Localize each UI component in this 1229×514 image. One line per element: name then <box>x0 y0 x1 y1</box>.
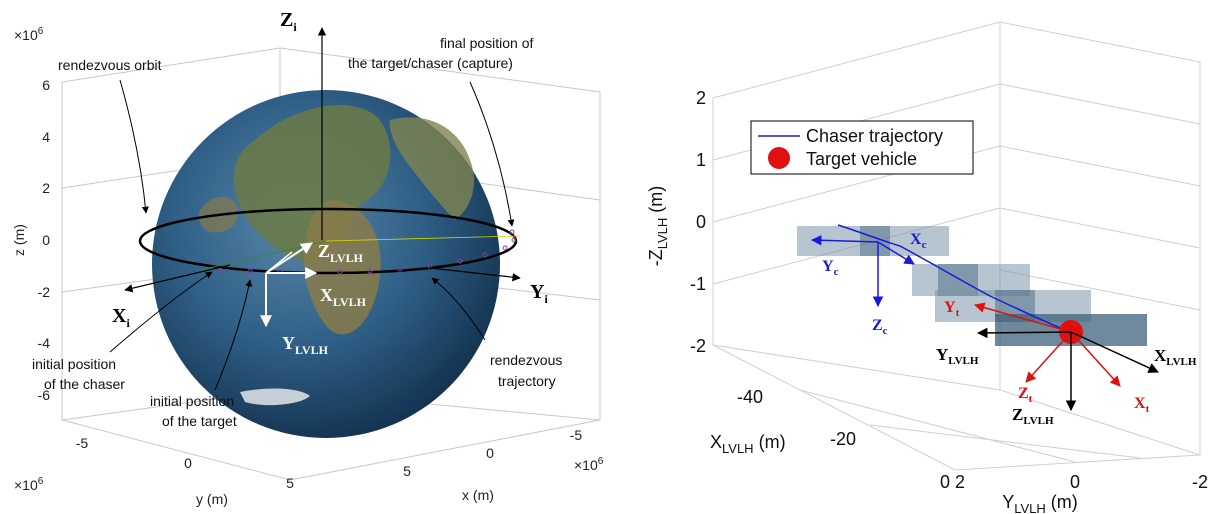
target-x-arrow <box>1070 331 1121 387</box>
left-y-label: y (m) <box>196 491 228 507</box>
lvlh-y-arrow-right <box>976 327 1072 339</box>
chaser-x-arrow <box>810 235 879 246</box>
yi-guide-line <box>325 235 521 242</box>
left-z-tick: -4 <box>38 335 51 351</box>
xi-label: Xi <box>112 305 130 330</box>
yi-axis-arrow <box>429 267 521 282</box>
lvlh-z-label: ZLVLH <box>318 241 364 265</box>
right-x-label: XLVLH (m) <box>710 432 786 456</box>
left-z-tick: 6 <box>42 77 50 93</box>
left-z-label: z (m) <box>11 224 27 256</box>
right-axes-box <box>712 21 1201 471</box>
right-z-label: -ZLVLH (m) <box>646 186 670 267</box>
left-x-label: x (m) <box>462 487 494 503</box>
chaser-y-label: Yc <box>822 258 839 278</box>
orbit-annotation: rendezvous orbit <box>58 57 162 73</box>
left-x-tick: 0 <box>486 445 494 461</box>
right-x-tick: -40 <box>737 387 763 407</box>
target-annotation-line1: initial position <box>150 393 234 409</box>
chaser-y-arrow <box>877 241 915 265</box>
right-x-tick: -20 <box>830 429 856 449</box>
left-x-tick: -5 <box>570 427 583 443</box>
lvlh-y-label: YLVLH <box>282 333 329 357</box>
left-y-tick: 5 <box>286 475 294 491</box>
legend-trajectory-label: Chaser trajectory <box>806 126 943 146</box>
left-y-tick: 0 <box>184 455 192 471</box>
legend-target-swatch <box>768 147 790 169</box>
left-x-exponent: ×106 <box>574 456 604 473</box>
left-panel: ×106 ×106 ×106 6 4 2 0 -2 -4 -6 z (m) -5… <box>11 9 604 507</box>
legend: Chaser trajectory Target vehicle <box>750 120 974 175</box>
zi-label: Zi <box>280 9 297 34</box>
xi-axis-arrow <box>124 264 231 293</box>
lvlh-y-label-right: YLVLH <box>936 345 979 367</box>
right-x-tick: 0 <box>940 472 950 492</box>
trajectory-annotation-line2: trajectory <box>498 373 556 389</box>
left-y-tick: -5 <box>76 435 89 451</box>
chaser-z-label: Zc <box>872 317 888 337</box>
yi-label: Yi <box>530 281 548 306</box>
chaser-annotation-line1: initial position <box>32 356 116 372</box>
trajectory-annotation-line1: rendezvous <box>490 352 562 368</box>
right-z-tick: 0 <box>696 212 706 232</box>
lvlh-x-label: XLVLH <box>320 285 367 309</box>
left-z-tick: -2 <box>38 284 51 300</box>
chaser-x-label: Xc <box>910 231 927 251</box>
right-y-label: YLVLH (m) <box>1002 492 1078 514</box>
left-z-tick: 0 <box>42 232 50 248</box>
lvlh-x-arrow-right <box>1070 331 1159 373</box>
left-z-tick: 4 <box>42 129 50 145</box>
trajectory-annotation-arrow <box>431 277 486 341</box>
target-y-label: Yt <box>944 299 960 319</box>
right-y-tick: 0 <box>1070 472 1080 492</box>
lvlh-aux-arrow <box>265 251 293 274</box>
lvlh-z-arrow <box>265 242 314 274</box>
right-y-tick: -2 <box>1192 472 1208 492</box>
target-annotation-line2: of the target <box>162 413 237 429</box>
chaser-trajectory-line <box>837 224 1071 333</box>
lvlh-x-label-right: XLVLH <box>1154 346 1197 368</box>
final-annotation-line1: final position of <box>440 35 534 51</box>
orbit-annotation-arrow <box>119 79 149 214</box>
target-y-arrow <box>973 302 1072 333</box>
chaser-annotation-arrow <box>109 271 213 353</box>
final-annotation-arrow <box>469 81 515 227</box>
target-z-arrow <box>1025 331 1072 383</box>
target-z-label: Zt <box>1018 385 1033 405</box>
earth-globe <box>152 90 500 438</box>
right-z-tick: 2 <box>696 88 706 108</box>
left-z-tick: 2 <box>42 180 50 196</box>
right-z-tick: -2 <box>690 336 706 356</box>
left-z-tick: -6 <box>38 387 51 403</box>
left-y-exponent: ×106 <box>14 476 44 493</box>
right-z-tick: 1 <box>696 150 706 170</box>
right-panel: Chaser trajectory Target vehicle 2 1 0 -… <box>646 21 1208 514</box>
left-x-tick: 5 <box>403 463 411 479</box>
chaser-annotation-line2: of the chaser <box>44 376 125 392</box>
target-x-label: Xt <box>1134 395 1150 415</box>
target-annotation-arrow <box>214 279 253 391</box>
left-z-exponent: ×106 <box>14 26 44 43</box>
lvlh-z-label-right: ZLVLH <box>1012 405 1054 427</box>
legend-target-label: Target vehicle <box>806 149 917 169</box>
right-z-tick: -1 <box>690 274 706 294</box>
final-annotation-line2: the target/chaser (capture) <box>348 55 513 71</box>
right-y-tick: 2 <box>955 472 965 492</box>
